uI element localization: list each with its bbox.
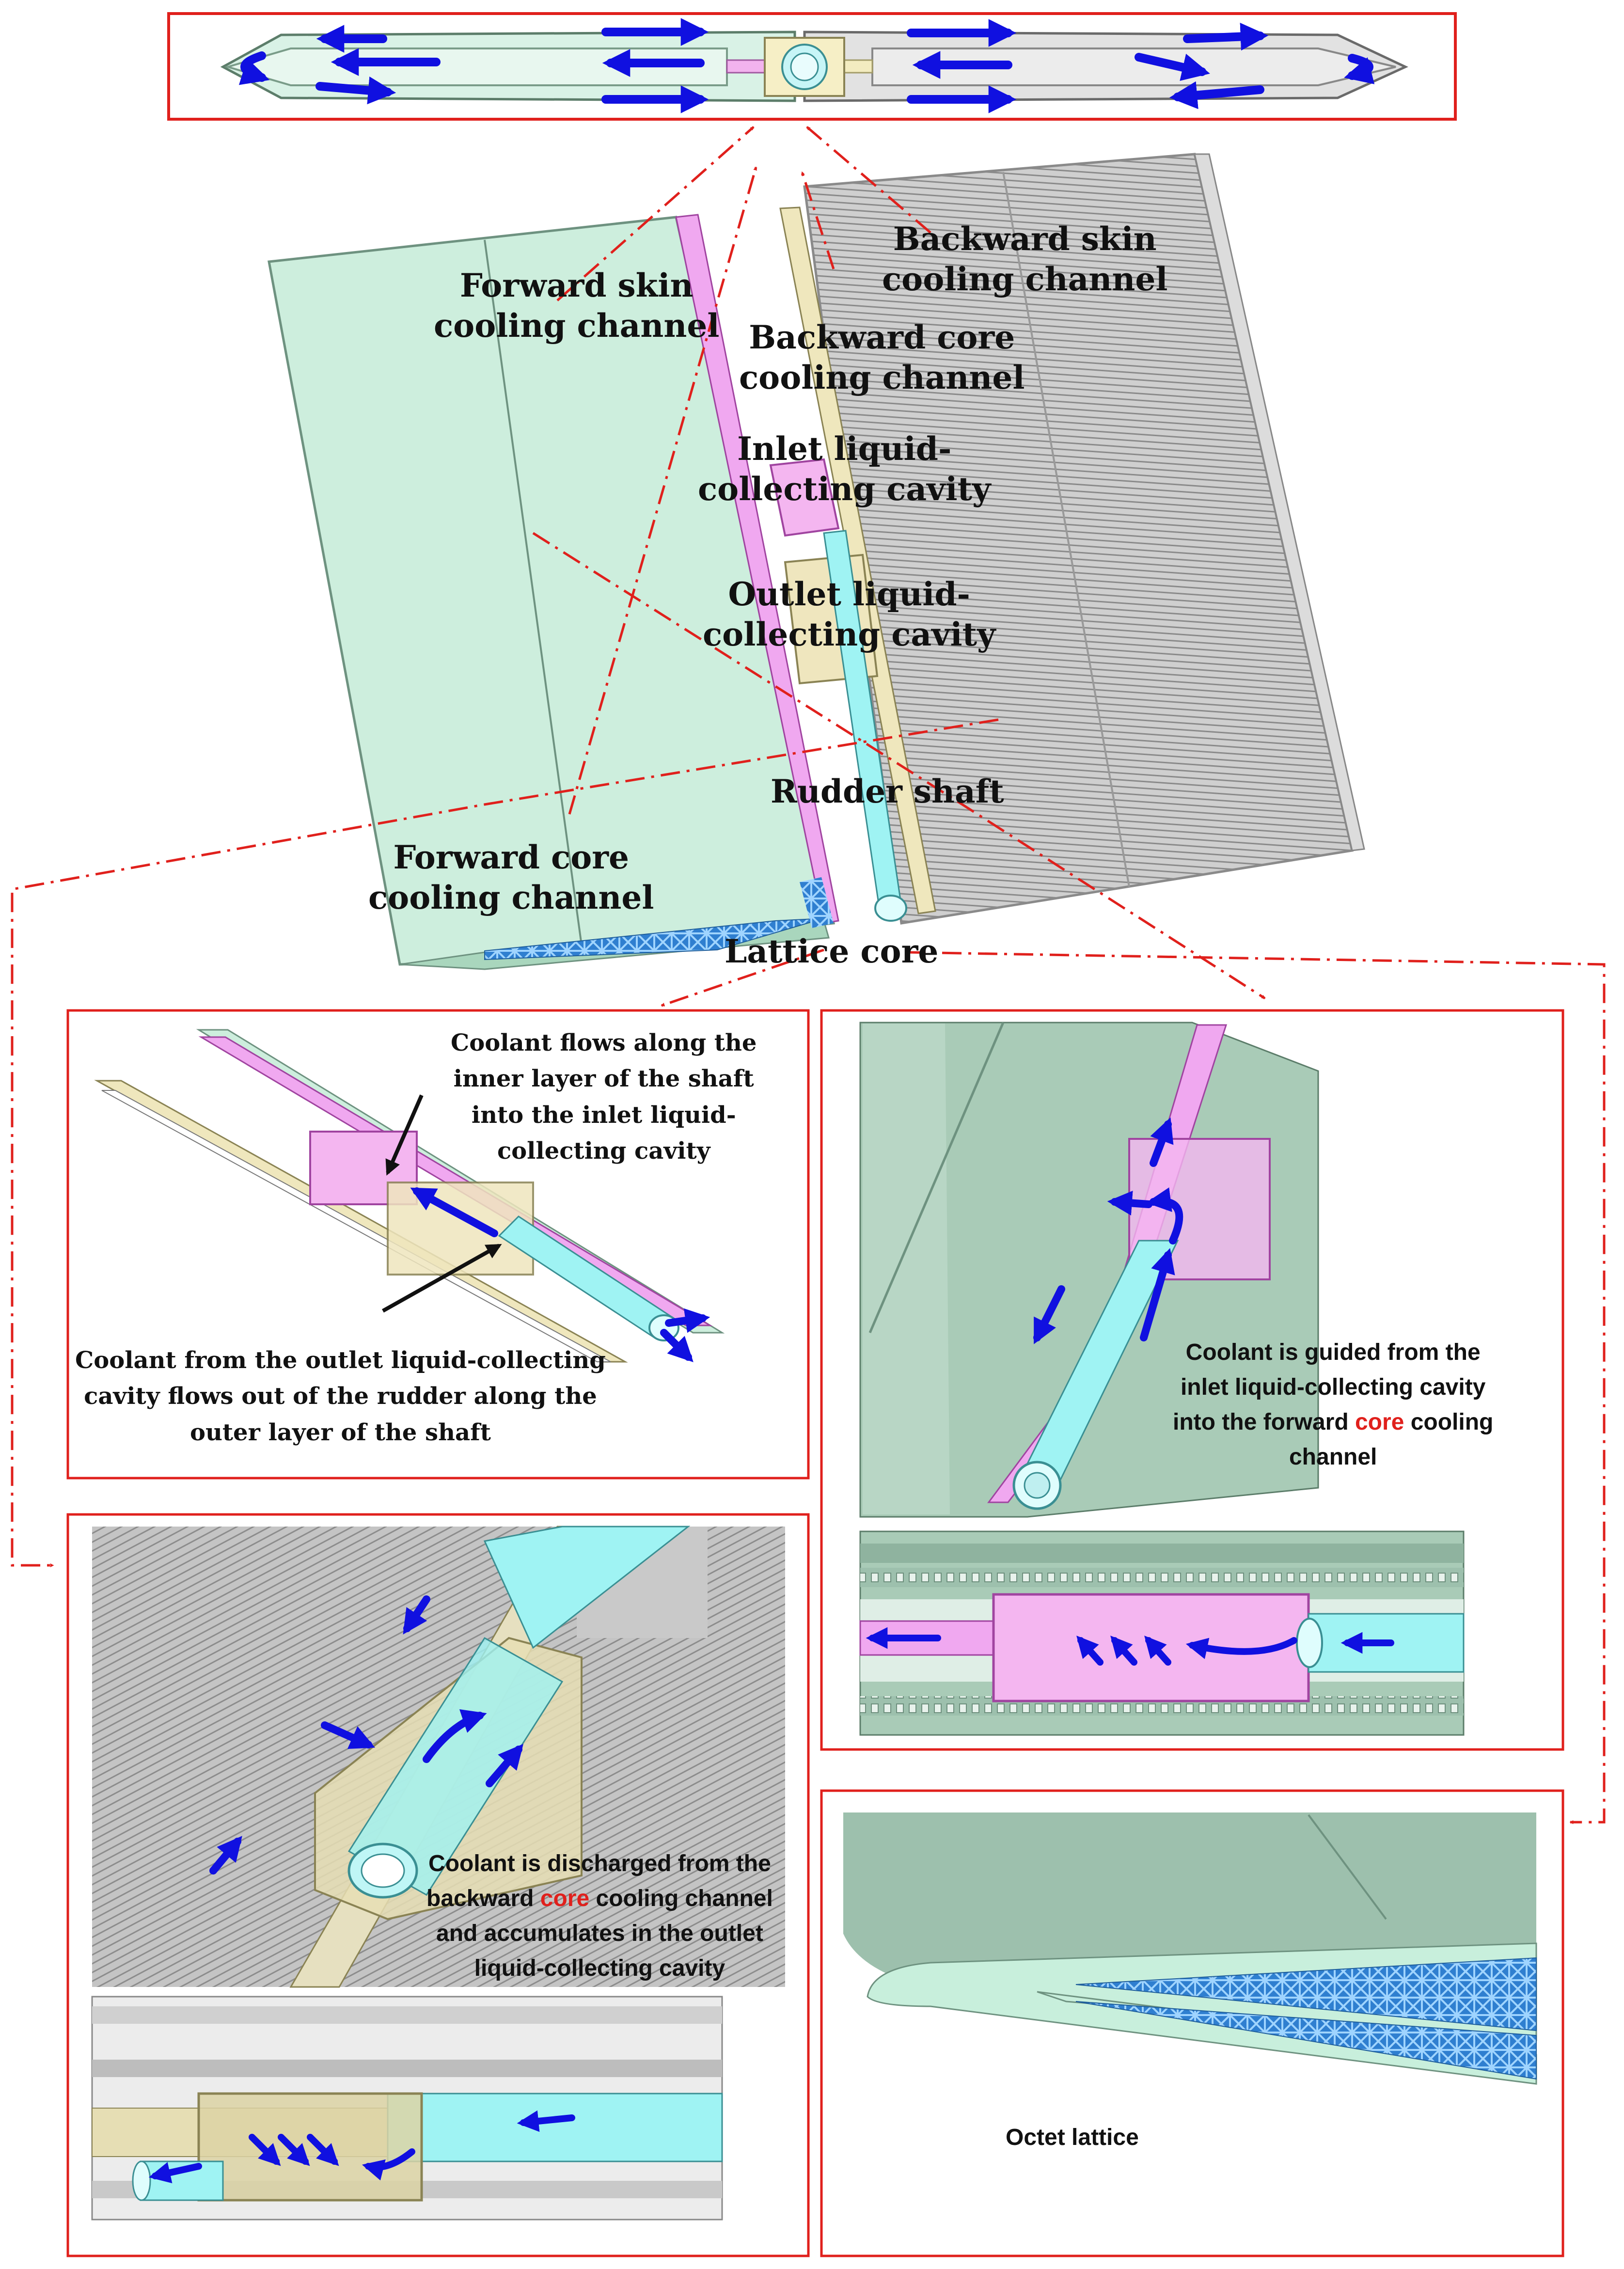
caption-outlet-discharge-line1: Coolant is discharged from the: [428, 1851, 771, 1876]
label-backward-core: Backward core cooling channel: [739, 317, 1025, 397]
leader-lines: [11, 126, 1606, 1824]
caption-outlet-discharge-line2-post: cooling channel: [589, 1886, 773, 1911]
caption-octet-lattice: Octet lattice: [1006, 2125, 1139, 2150]
caption-inlet-guide-line1: Coolant is guided from the: [1185, 1339, 1481, 1365]
note-outer-layer: Coolant from the outlet liquid-collectin…: [75, 1342, 606, 1450]
label-rudder-shaft: Rudder shaft: [771, 772, 1004, 810]
caption-inlet-guide-line3: into the forward core cooling: [1173, 1405, 1493, 1440]
note-inner-layer-line4: collecting cavity: [497, 1137, 710, 1165]
caption-inlet-guide: Coolant is guided from the inlet liquid-…: [1173, 1335, 1493, 1475]
panel-outlet-discharge-arrows: [209, 1595, 523, 1875]
label-forward-core-line2: cooling channel: [368, 878, 654, 916]
label-backward-skin: Backward skin cooling channel: [882, 219, 1167, 299]
label-forward-core-line1: Forward core: [393, 838, 629, 876]
panel-shaft-flow-arrows: [410, 1187, 710, 1362]
caption-inlet-guide-line4: channel: [1289, 1444, 1377, 1470]
rudder-3d-model: [268, 153, 1365, 970]
label-backward-skin-line2: cooling channel: [882, 260, 1168, 298]
label-inlet-cavity: Inlet liquid- collecting cavity: [698, 429, 991, 509]
label-backward-core-line1: Backward core: [749, 318, 1015, 356]
caption-inlet-guide-line2: inlet liquid-collecting cavity: [1180, 1374, 1486, 1400]
note-outer-layer-line3: outer layer of the shaft: [189, 1418, 491, 1446]
label-backward-skin-line1: Backward skin: [893, 220, 1157, 258]
caption-outlet-discharge-core-highlight: core: [540, 1886, 590, 1911]
label-forward-skin: Forward skin cooling channel: [434, 266, 719, 346]
caption-inlet-guide-core-highlight: core: [1355, 1409, 1404, 1435]
panel-inlet-guide-art: [859, 1022, 1319, 1518]
panel-lattice-art: [843, 1812, 1537, 2085]
panel-outlet-discharge-art: [92, 1526, 785, 1988]
note-inner-layer-line1: Coolant flows along the: [451, 1029, 757, 1056]
caption-outlet-discharge-line2-pre: backward: [426, 1886, 540, 1911]
label-backward-core-line2: cooling channel: [739, 358, 1025, 396]
label-forward-skin-line1: Forward skin: [460, 267, 694, 304]
panel-inlet-guide-arrows: [1033, 1117, 1183, 1344]
note-inner-layer-line2: inner layer of the shaft: [453, 1065, 754, 1093]
caption-outlet-discharge: Coolant is discharged from the backward …: [426, 1846, 773, 1986]
label-outlet-cavity: Outlet liquid- collecting cavity: [703, 574, 995, 654]
note-inner-layer-line3: into the inlet liquid-: [471, 1101, 736, 1129]
caption-inlet-guide-line3-post: cooling: [1404, 1409, 1494, 1435]
panel-outlet-discharge-inset-arrows: [148, 2110, 575, 2184]
caption-outlet-discharge-line4: liquid-collecting cavity: [474, 1955, 725, 1981]
note-outer-layer-line2: cavity flows out of the rudder along the: [84, 1383, 597, 1410]
label-inlet-cavity-line2: collecting cavity: [698, 470, 991, 508]
caption-outlet-discharge-line3: and accumulates in the outlet: [436, 1921, 763, 1946]
panel-inlet-guide-inset-arrows: [866, 1627, 1394, 1666]
panel-inlet-guide-inset: [859, 1530, 1465, 1736]
panel-shaft-flow-pointers: [382, 1094, 502, 1313]
label-forward-skin-line2: cooling channel: [434, 306, 720, 345]
cross-section-flow-arrows: [238, 18, 1375, 113]
label-inlet-cavity-line1: Inlet liquid-: [737, 430, 952, 468]
caption-outlet-discharge-line2: backward core cooling channel: [426, 1881, 773, 1916]
label-forward-core: Forward core cooling channel: [368, 837, 654, 917]
panel-outlet-discharge-inset: [91, 1996, 723, 2221]
label-outlet-cavity-line2: collecting cavity: [703, 615, 996, 653]
label-lattice-core: Lattice core: [725, 932, 939, 970]
note-outer-layer-line1: Coolant from the outlet liquid-collectin…: [75, 1347, 606, 1374]
note-inner-layer: Coolant flows along the inner layer of t…: [451, 1025, 757, 1169]
caption-inlet-guide-line3-pre: into the forward: [1173, 1409, 1355, 1435]
label-outlet-cavity-line1: Outlet liquid-: [728, 575, 970, 613]
panel-shaft-flow-art: [94, 1029, 725, 1363]
